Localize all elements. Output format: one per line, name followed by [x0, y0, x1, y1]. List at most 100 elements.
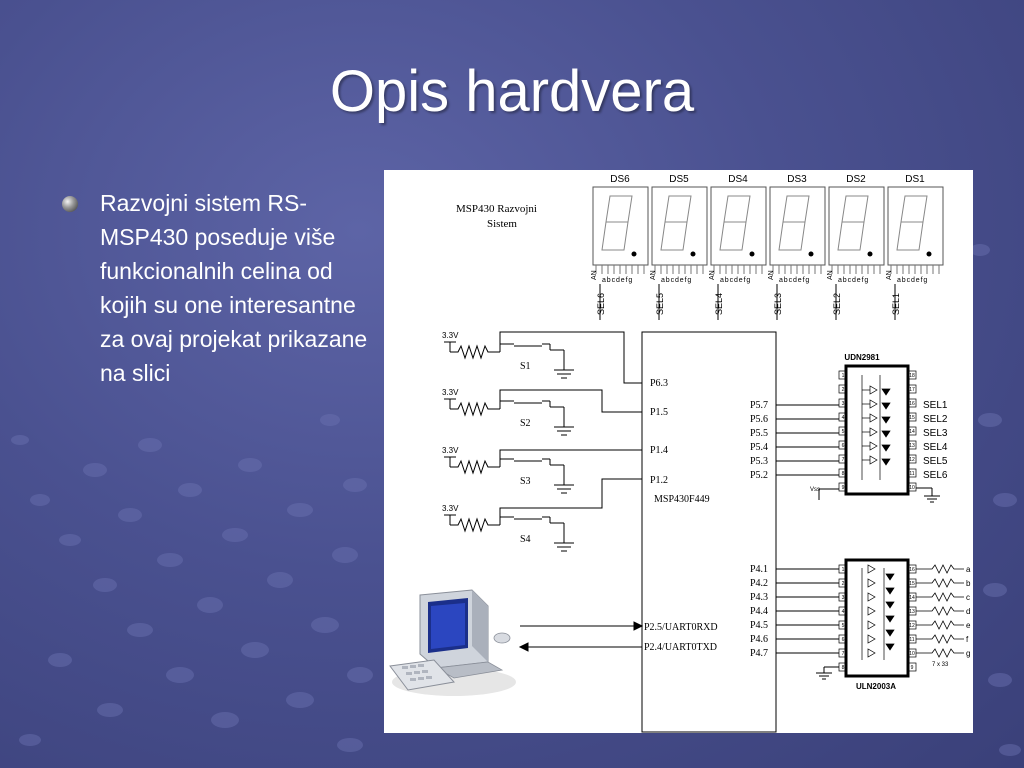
bullet-item: Razvojni sistem RS-MSP430 poseduje više …: [62, 186, 382, 390]
pin-number: 1: [842, 567, 845, 573]
display-label: DS2: [846, 174, 866, 185]
pin-number: 2: [842, 387, 845, 393]
display-label: DS5: [669, 174, 689, 185]
bullet-text: Razvojni sistem RS-MSP430 poseduje više …: [100, 190, 368, 386]
udn-output-label: SEL6: [923, 470, 948, 481]
anode-label: AN: [827, 270, 834, 280]
uln-port-label: P4.7: [750, 648, 768, 659]
display-label: DS4: [728, 174, 748, 185]
pin-number: 13: [909, 609, 915, 615]
pin-number: 12: [909, 623, 915, 629]
udn-output-label: SEL5: [923, 456, 948, 467]
pin-number: 16: [909, 567, 915, 573]
pin-number: 8: [842, 471, 845, 477]
system-label-line1: MSP430 Razvojni: [456, 203, 537, 215]
seven-segment-display: DS5 AN abcdefg SEL5: [650, 174, 708, 320]
pin-number: 7: [842, 457, 845, 463]
pin-number: 2: [842, 581, 845, 587]
pc-computer-icon: [389, 589, 516, 696]
select-label: SEL6: [596, 293, 606, 315]
udn-port-label: P5.2: [750, 470, 768, 481]
switch-name: S1: [520, 361, 531, 372]
anode-label: AN: [650, 270, 657, 280]
segment-output-label: f: [966, 635, 969, 644]
segment-output-label: g: [966, 649, 970, 658]
udn2981-driver: UDN2981 1 2 3 4 5 6 7 8 9 18 1: [750, 353, 948, 503]
pin-number: 1: [842, 373, 845, 379]
segment-pins-label: abcdefg: [602, 277, 633, 284]
switch-circuit: 3.3V S1 P6.3: [442, 331, 668, 389]
segment-pins-label: abcdefg: [838, 277, 869, 284]
pin-number: 6: [842, 443, 845, 449]
select-label: SEL3: [773, 293, 783, 315]
pin-number: 4: [842, 415, 845, 421]
pin-number: 15: [909, 581, 915, 587]
udn-port-label: P5.4: [750, 442, 768, 453]
segment-output-label: a: [966, 565, 971, 574]
mcu-port-label: P1.2: [650, 475, 668, 486]
pin-number: 8: [842, 665, 845, 671]
pin-number: 10: [909, 651, 915, 657]
supply-label: 3.3V: [442, 446, 459, 455]
pin-number: 15: [909, 415, 915, 421]
uln-port-label: P4.3: [750, 592, 768, 603]
pin-number: 17: [909, 387, 915, 393]
anode-label: AN: [886, 270, 893, 280]
select-label: SEL2: [832, 293, 842, 315]
pin-number: 18: [909, 373, 915, 379]
pin-number: 9: [911, 665, 914, 671]
uart-link: P2.5/UART0RXD P2.4/UART0TXD: [518, 621, 718, 653]
udn-port-label: P5.3: [750, 456, 768, 467]
udn-output-label: SEL4: [923, 442, 948, 453]
udn-output-label: SEL2: [923, 414, 948, 425]
pin-number: 11: [909, 637, 914, 643]
segment-pins-label: abcdefg: [897, 277, 928, 284]
chip-name: ULN2003A: [856, 682, 896, 691]
mcu-name: MSP430F449: [654, 494, 710, 505]
pin-number: 16: [909, 401, 915, 407]
switch-name: S4: [520, 534, 531, 545]
pin-number: 9: [842, 485, 845, 491]
anode-label: AN: [709, 270, 716, 280]
switch-name: S2: [520, 418, 531, 429]
switch-circuit: 3.3V S4 P1.2: [442, 475, 668, 552]
anode-label: AN: [591, 270, 598, 280]
mcu-port-label: P1.5: [650, 407, 668, 418]
udn-output-label: SEL1: [923, 400, 948, 411]
uart-rx-label: P2.5/UART0RXD: [644, 622, 718, 633]
pin-number: 3: [842, 401, 845, 407]
pin-number: 5: [842, 429, 845, 435]
seven-segment-display: DS4 AN abcdefg SEL4: [709, 174, 767, 320]
segment-output-label: c: [966, 593, 970, 602]
mcu-port-label: P6.3: [650, 378, 668, 389]
segment-pins-label: abcdefg: [779, 277, 810, 284]
segment-output-label: d: [966, 607, 970, 616]
uart-tx-label: P2.4/UART0TXD: [644, 642, 717, 653]
supply-label: 3.3V: [442, 331, 459, 340]
seven-segment-display: DS1 AN abcdefg SEL1: [886, 174, 944, 320]
udn-port-label: P5.6: [750, 414, 768, 425]
segment-pins-label: abcdefg: [720, 277, 751, 284]
system-label-line2: Sistem: [487, 218, 517, 230]
slide-title: Opis hardvera: [329, 59, 695, 124]
vss-label: Vss: [810, 487, 820, 493]
anode-label: AN: [768, 270, 775, 280]
segment-pins-label: abcdefg: [661, 277, 692, 284]
pin-number: 13: [909, 443, 915, 449]
pin-number: 3: [842, 595, 845, 601]
pin-number: 10: [909, 485, 915, 491]
seven-segment-display: DS2 AN abcdefg SEL2: [827, 174, 885, 320]
select-label: SEL5: [655, 293, 665, 315]
pin-number: 14: [909, 595, 915, 601]
pin-number: 12: [909, 457, 915, 463]
uln-port-label: P4.6: [750, 634, 768, 645]
uln-port-label: P4.4: [750, 606, 768, 617]
udn-output-label: SEL3: [923, 428, 948, 439]
pin-number: 11: [909, 471, 914, 477]
display-label: DS6: [610, 174, 630, 185]
select-label: SEL4: [714, 293, 724, 315]
pin-number: 6: [842, 637, 845, 643]
switch-circuit: 3.3V S2 P1.5: [442, 388, 668, 436]
hardware-schematic: MSP430 Razvojni Sistem DS6 AN abcdefg SE…: [384, 170, 973, 733]
